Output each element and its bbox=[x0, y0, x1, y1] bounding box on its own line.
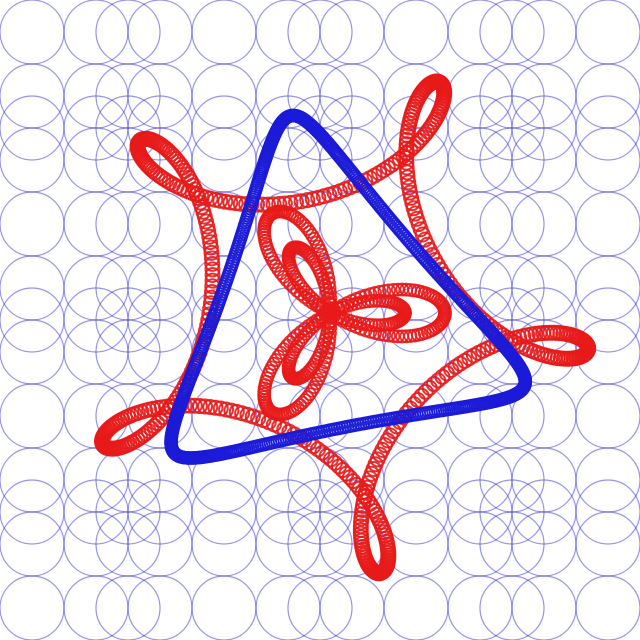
red-ring bbox=[395, 329, 410, 344]
red-spirograph-trace bbox=[94, 73, 597, 582]
red-ring bbox=[204, 267, 221, 284]
grid-circle bbox=[287, 575, 353, 640]
red-ring bbox=[322, 315, 336, 330]
red-ring bbox=[218, 401, 235, 418]
red-ring bbox=[202, 239, 219, 256]
red-ring bbox=[322, 276, 336, 290]
red-ring bbox=[323, 291, 338, 305]
red-ring bbox=[212, 400, 229, 417]
red-ring bbox=[398, 159, 415, 176]
blue-ring bbox=[502, 345, 517, 360]
red-ring bbox=[146, 417, 163, 434]
red-ring bbox=[322, 281, 337, 295]
red-ring bbox=[288, 194, 305, 211]
red-ring bbox=[372, 318, 387, 333]
red-ring bbox=[437, 304, 452, 318]
red-ring bbox=[217, 193, 234, 210]
red-ring bbox=[191, 398, 208, 415]
red-ring bbox=[202, 399, 219, 416]
red-ring bbox=[399, 169, 416, 186]
red-ring bbox=[227, 195, 244, 212]
red-ring bbox=[379, 159, 396, 176]
grid-circle bbox=[575, 575, 640, 640]
red-ring bbox=[320, 266, 335, 281]
red-ring bbox=[197, 398, 214, 415]
red-ring bbox=[204, 261, 221, 278]
red-ring bbox=[222, 194, 239, 211]
blue-ring bbox=[506, 350, 520, 365]
red-ring bbox=[321, 271, 336, 286]
red-ring bbox=[302, 225, 317, 239]
red-ring bbox=[377, 284, 392, 298]
red-ring bbox=[382, 283, 396, 298]
red-ring bbox=[372, 284, 387, 299]
grid-circle bbox=[575, 287, 640, 353]
grid-circle bbox=[479, 575, 545, 640]
blue-ring bbox=[504, 348, 519, 362]
red-ring bbox=[323, 286, 337, 300]
grid-circle bbox=[95, 575, 161, 640]
red-ring bbox=[390, 329, 405, 344]
red-ring bbox=[399, 164, 416, 181]
red-ring bbox=[400, 174, 417, 191]
red-ring bbox=[203, 250, 220, 267]
red-ring bbox=[299, 192, 316, 209]
grid-circle bbox=[575, 95, 640, 161]
red-ring bbox=[143, 420, 160, 437]
red-ring bbox=[207, 399, 224, 416]
red-ring bbox=[421, 379, 438, 396]
red-ring bbox=[203, 244, 220, 261]
red-ring bbox=[567, 349, 584, 366]
blue-ring bbox=[503, 346, 518, 361]
red-ring bbox=[204, 255, 221, 272]
blue-spirograph-trace bbox=[164, 108, 533, 465]
red-ring bbox=[293, 193, 310, 210]
grid-circle bbox=[575, 479, 640, 545]
red-ring bbox=[202, 234, 219, 251]
